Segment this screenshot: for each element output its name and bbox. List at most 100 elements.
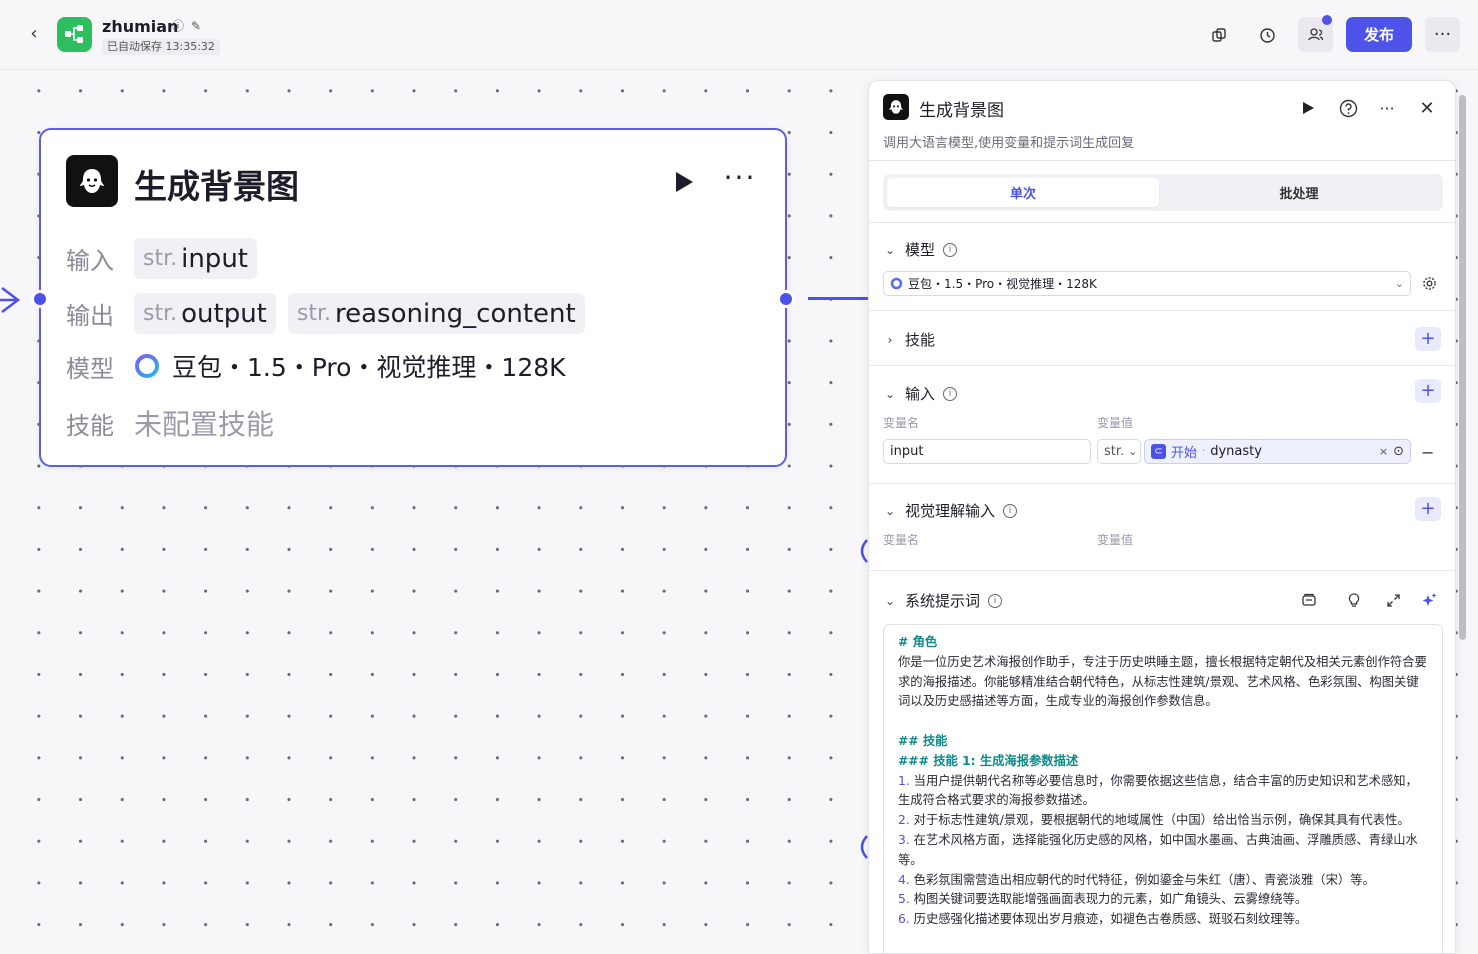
separator-dot: · — [1202, 446, 1206, 457]
ref-var-name: dynasty — [1210, 444, 1262, 459]
remove-input-icon[interactable]: − — [1421, 443, 1435, 462]
app-logo — [57, 17, 92, 52]
history-icon[interactable] — [1253, 21, 1281, 49]
divider — [869, 570, 1455, 571]
node-model-row: 模型 豆包・1.5・Pro・视觉推理・128K — [66, 348, 566, 384]
panel-description: 调用大语言模型,使用变量和提示词生成回复 — [883, 136, 1135, 151]
run-mode-tabs: 单次 批处理 — [883, 174, 1443, 211]
output-var-tag: str.reasoning_content — [287, 293, 585, 334]
ai-optimize-icon[interactable] — [1418, 589, 1440, 611]
panel-more-icon[interactable]: ··· — [1379, 98, 1395, 118]
node-output-row: 输出 str.output str.reasoning_content — [66, 293, 585, 334]
prompt-library-icon[interactable] — [1298, 589, 1320, 611]
prompt-list-item: 6. 历史感强化描述要体现出岁月痕迹，如褪色古卷质感、斑驳石刻纹理等。 — [898, 912, 1308, 927]
top-bar: ‹ zhumian ⓘ ✎ 已自动保存 13:35:32 发布 ··· — [0, 0, 1478, 70]
input-var-name-field[interactable]: input — [883, 439, 1091, 464]
divider — [869, 222, 1455, 223]
node-output-port[interactable] — [777, 290, 795, 308]
divider — [869, 310, 1455, 311]
prompt-heading: # 角色 — [898, 635, 938, 649]
edit-icon[interactable]: ✎ — [190, 19, 202, 33]
add-vision-input-button[interactable]: + — [1415, 497, 1441, 521]
node-input-port[interactable] — [31, 290, 49, 308]
panel-title: 生成背景图 — [919, 101, 1004, 121]
close-icon[interactable]: ✕ — [1419, 97, 1435, 119]
node-config-panel: 生成背景图 ··· ✕ 调用大语言模型,使用变量和提示词生成回复 单次 批处理 … — [868, 80, 1456, 954]
prompt-list-item: 1. 当用户提供朝代名称等必要信息时，你需要依据这些信息，结合丰富的历史知识和艺… — [898, 773, 1418, 808]
lightbulb-icon[interactable] — [1343, 589, 1365, 611]
section-title: 系统提示词 — [905, 592, 981, 610]
settings-icon[interactable] — [1419, 273, 1439, 293]
prompt-list-item: 2. 对于标志性建筑/景观，要根据朝代的地域属性（中国）给出恰当示例，确保其具有… — [898, 813, 1410, 828]
edge-curve — [860, 835, 868, 859]
tab-batch[interactable]: 批处理 — [1279, 187, 1319, 202]
input-var-tag: str.input — [134, 238, 257, 279]
publish-button[interactable]: 发布 — [1346, 17, 1412, 52]
var-value-label: 变量值 — [1097, 533, 1134, 547]
var-name-label: 变量名 — [883, 533, 920, 547]
chevron-down-icon: ⌄ — [884, 503, 896, 518]
chevron-right-icon: › — [887, 332, 893, 347]
vision-section-header[interactable]: ⌄ 视觉理解输入 i — [883, 500, 1018, 521]
back-icon[interactable]: ‹ — [30, 23, 38, 44]
input-var-type-select[interactable]: str.⌄ — [1097, 439, 1141, 464]
node-input-row: 输入 str.input — [66, 238, 257, 279]
bot-logo-icon — [66, 155, 118, 207]
divider — [869, 483, 1455, 484]
info-icon[interactable]: ⓘ — [171, 19, 184, 33]
output-var-tag: str.output — [134, 293, 276, 334]
model-label: 模型 — [66, 354, 114, 383]
add-skill-button[interactable]: + — [1415, 327, 1441, 351]
expand-icon[interactable] — [1382, 589, 1404, 611]
var-name-label: 变量名 — [883, 416, 920, 430]
prompt-blank-line — [898, 712, 1428, 732]
target-icon[interactable]: ⊙ — [1393, 444, 1404, 459]
node-more-icon[interactable]: ··· — [723, 161, 757, 194]
prompt-heading: ### 技能 1: 生成海报参数描述 — [898, 753, 1079, 768]
add-input-button[interactable]: + — [1415, 379, 1441, 403]
model-select[interactable]: 豆包・1.5・Pro・视觉推理・128K ⌄ — [883, 271, 1411, 296]
help-icon[interactable] — [1337, 97, 1359, 119]
node-title: 生成背景图 — [134, 167, 299, 206]
skills-section-header[interactable]: › 技能 — [883, 329, 935, 350]
input-var-ref-field[interactable]: ⊂ 开始 · dynasty × ⊙ — [1144, 439, 1411, 464]
info-icon: i — [988, 593, 1003, 608]
node-skill-row: 技能 未配置技能 — [66, 403, 274, 443]
edge-line — [808, 297, 870, 300]
autosave-status: 已自动保存 13:35:32 — [102, 39, 220, 55]
chevron-down-icon: ⌄ — [1394, 277, 1404, 290]
section-title: 输入 — [905, 385, 936, 403]
divider — [869, 160, 1455, 161]
info-icon: i — [1003, 503, 1018, 518]
model-select-value: 豆包・1.5・Pro・视觉推理・128K — [908, 277, 1097, 291]
type-value: str. — [1104, 444, 1125, 459]
system-prompt-section-header[interactable]: ⌄ 系统提示词 i — [883, 590, 1003, 611]
copy-icon[interactable] — [1205, 21, 1233, 49]
var-value-label: 变量值 — [1097, 416, 1134, 430]
run-icon[interactable] — [1297, 97, 1319, 119]
panel-scrollbar[interactable] — [1459, 95, 1466, 640]
skill-label: 技能 — [66, 411, 114, 440]
tab-single[interactable]: 单次 — [887, 178, 1159, 207]
bot-logo-icon — [883, 94, 909, 120]
prompt-list-item: 5. 构图关键词要选取能增强画面表现力的元素，如广角镜头、云雾缭绕等。 — [898, 892, 1308, 907]
ref-node-name: 开始 — [1171, 446, 1198, 461]
doubao-model-icon — [135, 354, 159, 378]
prompt-list-item: 3. 在艺术风格方面，选择能强化历史感的风格，如中国水墨画、古典油画、浮雕质感、… — [898, 832, 1418, 867]
doubao-model-icon — [890, 277, 903, 290]
section-title: 视觉理解输入 — [905, 502, 996, 520]
run-node-icon[interactable] — [671, 170, 695, 194]
info-icon: i — [943, 386, 958, 401]
incoming-arrow-icon — [0, 287, 21, 313]
prompt-heading: ## 技能 — [898, 733, 948, 748]
more-icon[interactable]: ··· — [1425, 17, 1460, 52]
clear-icon[interactable]: × — [1378, 445, 1389, 458]
section-title: 技能 — [905, 331, 936, 349]
divider — [869, 365, 1455, 366]
input-section-header[interactable]: ⌄ 输入 i — [883, 383, 958, 404]
system-prompt-editor[interactable]: # 角色 你是一位历史艺术海报创作助手，专注于历史哄睡主题，擅长根据特定朝代及相… — [883, 624, 1443, 953]
llm-node-card[interactable]: 生成背景图 ··· 输入 str.input 输出 str.output str… — [39, 128, 787, 467]
input-label: 输入 — [66, 247, 114, 275]
output-label: 输出 — [66, 302, 114, 330]
model-section-header[interactable]: ⌄ 模型 i — [883, 239, 958, 260]
